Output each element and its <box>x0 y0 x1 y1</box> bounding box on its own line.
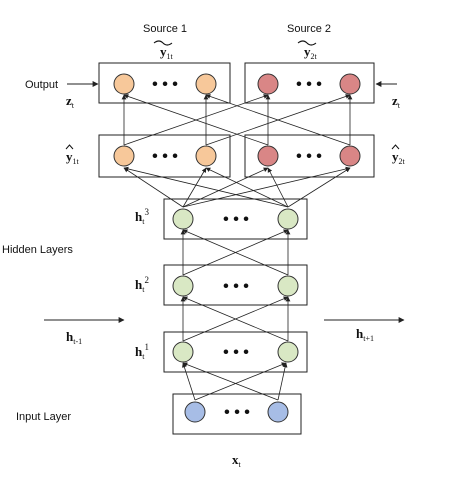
prediction-node-4 <box>339 145 361 167</box>
edge <box>182 166 351 208</box>
prediction-box-source1 <box>98 134 231 178</box>
z-left-label: zt <box>66 93 75 110</box>
y1-tilde-label: y1t <box>160 44 174 61</box>
nodes <box>113 73 361 423</box>
prediction-node-2 <box>195 145 217 167</box>
hidden-layer-3-box <box>163 198 308 240</box>
hidden3-node-2 <box>277 208 299 230</box>
hat-mark <box>391 144 400 150</box>
h-prev-label: ht-1 <box>66 329 82 346</box>
y1-hat-label: y1t <box>66 149 80 166</box>
h-next-label: ht+1 <box>356 326 374 343</box>
ellipsis: • • • <box>223 278 249 295</box>
tilde-mark <box>153 40 173 46</box>
hidden1-node-2 <box>277 341 299 363</box>
edge <box>205 167 289 208</box>
edge <box>182 296 289 342</box>
edge <box>123 167 184 208</box>
hidden-layer-1-box <box>163 331 308 373</box>
edge <box>123 166 289 208</box>
prediction-node-1 <box>113 145 135 167</box>
edge <box>267 167 289 208</box>
input-node-1 <box>184 401 206 423</box>
y2-hat-label: y2t <box>392 149 406 166</box>
hidden1-node-1 <box>172 341 194 363</box>
hidden-layer-2-box <box>163 264 308 306</box>
source1-label: Source 1 <box>143 23 187 35</box>
prediction-box-source2 <box>244 134 375 178</box>
edge <box>182 229 289 276</box>
output-box-source2 <box>244 62 375 104</box>
ellipsis: • • • <box>296 148 322 165</box>
source2-label: Source 2 <box>287 23 331 35</box>
h3-label: ht3 <box>135 207 149 226</box>
output-node-4 <box>339 73 361 95</box>
ellipsis: • • • <box>224 404 250 421</box>
hidden3-node-1 <box>172 208 194 230</box>
h1-label: ht1 <box>135 342 149 361</box>
input-layer-label: Input Layer <box>16 411 71 423</box>
ellipsis: • • • <box>223 344 249 361</box>
x-label: xt <box>232 452 242 469</box>
output-node-3 <box>257 73 279 95</box>
output-label: Output <box>25 79 58 91</box>
prediction-node-3 <box>257 145 279 167</box>
y2-tilde-label: y2t <box>304 44 318 61</box>
edge <box>182 167 269 208</box>
hidden2-node-1 <box>172 275 194 297</box>
ellipsis: • • • <box>223 211 249 228</box>
output-box-source1 <box>98 62 231 104</box>
input-layer-box <box>172 393 302 435</box>
input-node-2 <box>267 401 289 423</box>
output-node-2 <box>195 73 217 95</box>
ellipsis: • • • <box>152 76 178 93</box>
edge <box>182 167 207 208</box>
h2-label: ht2 <box>135 275 149 294</box>
hidden-layers-label: Hidden Layers <box>2 244 73 256</box>
ellipsis: • • • <box>152 148 178 165</box>
edge <box>287 167 351 208</box>
tilde-mark <box>297 40 317 46</box>
output-node-1 <box>113 73 135 95</box>
hat-mark <box>65 144 74 150</box>
ellipsis: • • • <box>296 76 322 93</box>
hidden2-node-2 <box>277 275 299 297</box>
z-right-label: zt <box>392 93 401 110</box>
